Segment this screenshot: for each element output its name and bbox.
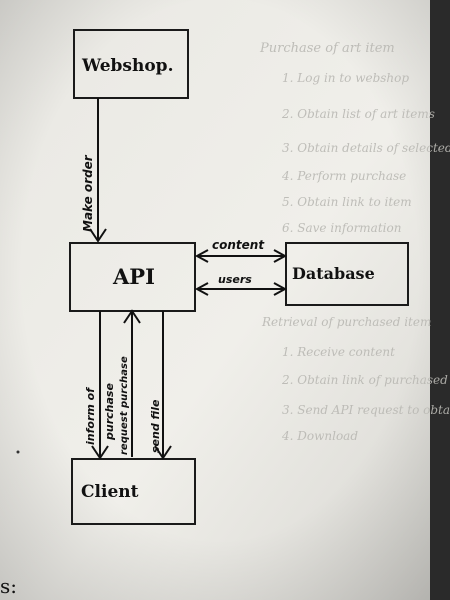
client-label: Client (81, 482, 139, 502)
svg-text:Retrieval of purchased item: Retrieval of purchased item (261, 315, 431, 329)
make-order-label: Make order (81, 154, 95, 232)
svg-text:2. Obtain list of art items: 2. Obtain list of art items (281, 107, 435, 121)
paper-edge (430, 0, 450, 600)
users-arrowhead-left (194, 282, 209, 296)
svg-text:3. Obtain details of selected: 3. Obtain details of selected items (282, 141, 450, 155)
svg-text:5. Obtain link to item: 5. Obtain link to item (282, 195, 412, 209)
page-bottom-text: s: (0, 574, 17, 598)
svg-text:4. Perform purchase: 4. Perform purchase (281, 169, 406, 183)
bleed-through-writing: Purchase of art item 1. Log in to websho… (259, 41, 450, 443)
make-order-arrowhead (89, 228, 107, 243)
inform-arrowhead (91, 445, 109, 460)
inform-label-line2: purchase (103, 383, 116, 441)
inform-label-line1: inform of (84, 387, 97, 445)
content-arrowhead-right (273, 249, 288, 263)
database-box (285, 242, 409, 306)
api-label: API (112, 264, 155, 289)
users-arrowhead-right (273, 282, 288, 296)
svg-text:6. Save information: 6. Save information (282, 221, 401, 235)
client-box (71, 458, 196, 525)
content-arrowhead-left (194, 249, 209, 263)
send-file-label: send file (149, 399, 162, 453)
paper-shadow (0, 0, 440, 600)
svg-text:1. Log in to webshop: 1. Log in to webshop (282, 71, 409, 85)
svg-text:1. Receive content: 1. Receive content (282, 345, 395, 359)
database-label: Database (292, 264, 375, 283)
request-label: request purchase (119, 356, 130, 455)
svg-text:2. Obtain link of purchased: 2. Obtain link of purchased (281, 373, 448, 387)
svg-text:3. Send API request to obtain: 3. Send API request to obtain (282, 403, 450, 417)
request-arrowhead (123, 309, 141, 324)
users-label: users (218, 273, 252, 286)
webshop-box (73, 29, 189, 99)
content-label: content (212, 238, 265, 252)
svg-text:Purchase of art item: Purchase of art item (259, 41, 395, 56)
webshop-label: Webshop. (81, 56, 173, 76)
svg-text:4. Download: 4. Download (281, 429, 358, 443)
send-file-arrowhead (154, 445, 172, 460)
pen-dot (16, 450, 20, 454)
